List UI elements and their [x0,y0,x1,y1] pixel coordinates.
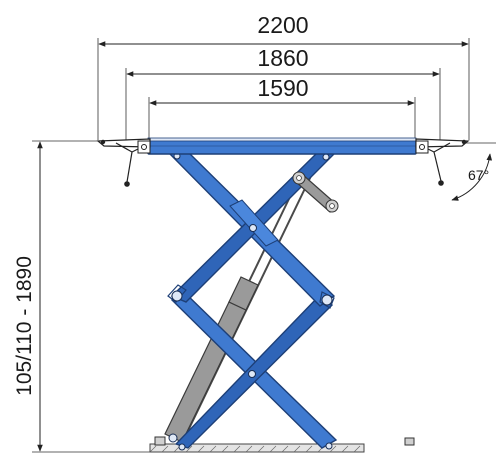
inner-width-label: 1590 [257,75,308,101]
scissor-mechanism [167,149,338,451]
base-frame [149,436,415,453]
dimension-arm-angle: 67° [432,142,496,201]
dimension-overall-width: 2200 [97,12,470,140]
right-extension-arm [415,138,470,186]
left-extension-arm [96,138,151,187]
overall-width-label: 2200 [257,12,308,38]
platform-width-label: 1860 [257,45,308,71]
safety-lock-link [292,171,339,213]
dimension-platform-width: 1860 [125,45,441,140]
height-range-label: 105/110 - 1890 [13,256,36,396]
arm-angle-label: 67° [468,167,489,183]
lift-platform [147,137,417,155]
dimension-height: 105/110 - 1890 [13,140,150,453]
dimension-inner-width: 1590 [148,75,416,140]
